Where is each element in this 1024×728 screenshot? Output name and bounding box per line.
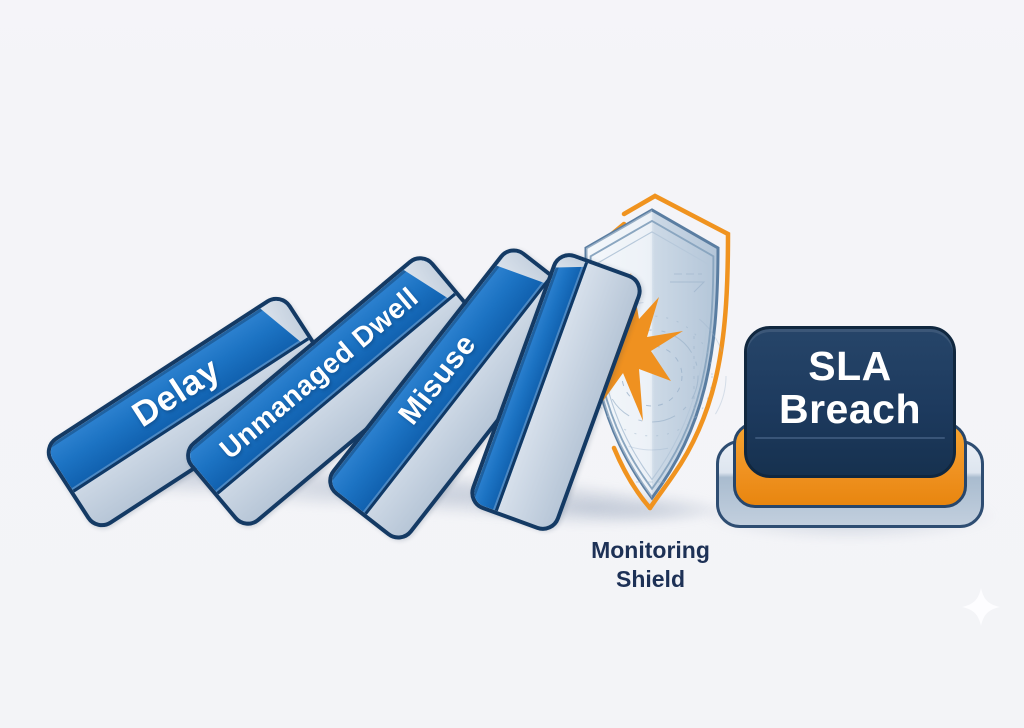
domino-end-cap — [551, 252, 586, 289]
sparkle-icon — [962, 588, 1000, 626]
button-cap: SLA Breach — [744, 326, 956, 478]
domino-label: Delay — [125, 349, 228, 435]
impact-starburst-icon — [573, 273, 683, 421]
button-label: SLA Breach — [778, 343, 921, 433]
shield-caption: Monitoring Shield — [591, 537, 710, 592]
